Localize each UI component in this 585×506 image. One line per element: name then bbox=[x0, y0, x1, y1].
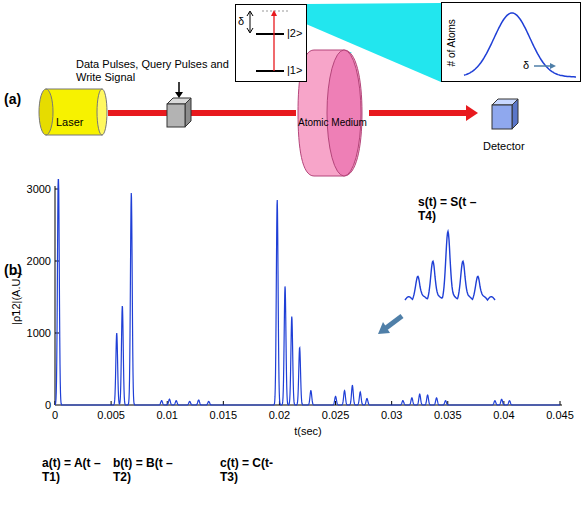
distribution-inset-outline bbox=[442, 3, 580, 81]
pointer-arrow bbox=[378, 316, 402, 334]
laser-cylinder: Laser bbox=[38, 88, 108, 136]
node-text: δ bbox=[238, 15, 244, 28]
modulator-cube bbox=[167, 98, 191, 127]
tick-label: 0 bbox=[52, 409, 58, 422]
tick-label: 0.035 bbox=[434, 409, 462, 422]
tick-label: 0.01 bbox=[157, 409, 178, 422]
tick-label: 1000 bbox=[27, 327, 51, 340]
tick-label: 0.025 bbox=[322, 409, 350, 422]
beam-arrowhead bbox=[466, 105, 478, 121]
tick-label: 0.045 bbox=[546, 409, 574, 422]
detector-cube-outline bbox=[478, 98, 530, 162]
axis-label: |ρ̃12|(A.U.) bbox=[10, 272, 23, 325]
node-text: |1> bbox=[287, 64, 302, 77]
tick-label: 0.015 bbox=[210, 409, 238, 422]
axis-label: t(sec) bbox=[294, 425, 322, 438]
tick-label: 0.005 bbox=[97, 409, 125, 422]
node-text: δ bbox=[523, 59, 529, 72]
curve-label: c(t) = C(t- T3) bbox=[220, 457, 280, 485]
tick-label: 3000 bbox=[27, 183, 51, 196]
callout-label: Data Pulses, Query Pulses and Write Sign… bbox=[76, 58, 232, 83]
callout-arrowhead bbox=[175, 92, 183, 98]
laser-beam bbox=[108, 110, 296, 116]
laser-cylinder-outline bbox=[38, 88, 108, 136]
tick-label: 2000 bbox=[27, 255, 51, 268]
curve-label: b(t) = B(t –T2) bbox=[113, 457, 179, 485]
node-text: Laser bbox=[56, 116, 84, 129]
node-text: Detector bbox=[483, 140, 525, 153]
laser-beam bbox=[369, 110, 473, 116]
node-text: Atomic Medium bbox=[298, 117, 367, 129]
inset-waveform bbox=[405, 232, 495, 301]
data-curve bbox=[55, 180, 560, 405]
node-text: # of Atoms bbox=[446, 19, 458, 66]
tick-label: 0.03 bbox=[381, 409, 402, 422]
energy-level-inset: δ |2> |1> bbox=[235, 4, 307, 82]
tick-label: 0.02 bbox=[269, 409, 290, 422]
distribution-inset: # of Atoms δ bbox=[441, 2, 581, 82]
curve-label: s(t) = S(t – T4) bbox=[418, 196, 480, 224]
panel-label: (a) bbox=[4, 91, 21, 107]
curve-label: a(t) = A(t –T1) bbox=[42, 457, 108, 485]
tick-label: 0 bbox=[45, 399, 51, 412]
detector-cube: Detector bbox=[478, 98, 530, 162]
node-text: |2> bbox=[287, 27, 302, 40]
tick-label: 0.04 bbox=[493, 409, 514, 422]
